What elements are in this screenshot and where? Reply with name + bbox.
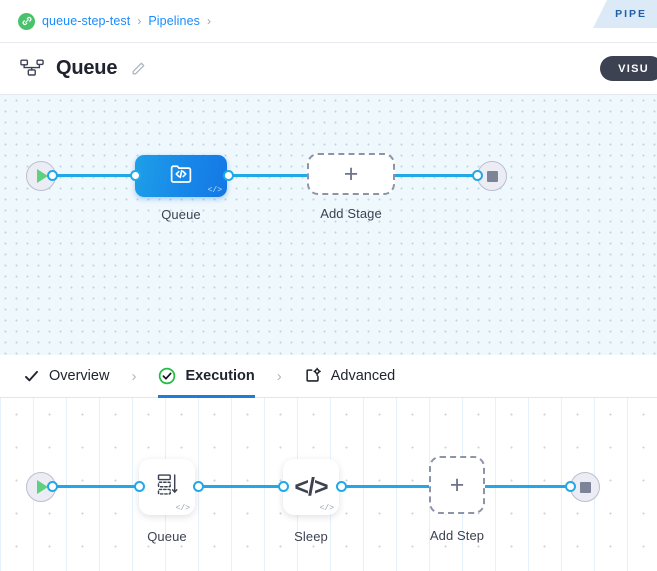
- link-circle-icon: [18, 12, 35, 30]
- step-label-sleep: Sleep: [294, 529, 328, 544]
- edge-addstage-to-end: [394, 174, 484, 177]
- step-sleep-input-port[interactable]: [278, 481, 289, 492]
- pipeline-hierarchy-icon: [20, 58, 44, 80]
- plus-icon: +: [449, 470, 465, 499]
- queue-stack-icon: [154, 471, 181, 503]
- edge-start-to-queue-step: [50, 485, 140, 488]
- code-icon: </>: [294, 472, 328, 501]
- tab-execution[interactable]: Execution: [158, 355, 255, 398]
- edge-queue-to-sleep-step: [198, 485, 284, 488]
- step-canvas[interactable]: </> Queue </> </> Sleep + Add Step: [0, 398, 657, 571]
- pencil-icon[interactable]: [130, 61, 146, 77]
- tab-overview-label: Overview: [49, 368, 110, 384]
- visual-toggle-button[interactable]: VISU: [600, 56, 657, 81]
- stage-start-output-port[interactable]: [47, 170, 58, 181]
- active-tab-indicator: [158, 394, 255, 398]
- check-circle-icon: [158, 367, 176, 385]
- visual-toggle-label: VISU: [618, 62, 649, 75]
- add-step-label: Add Step: [429, 528, 485, 543]
- stage-badge-code-icon: </>: [207, 186, 222, 195]
- stage-queue-output-port[interactable]: [223, 170, 234, 181]
- step-node-queue[interactable]: </>: [139, 459, 195, 515]
- edge-sleep-to-addstep: [341, 485, 431, 488]
- stage-label-queue: Queue: [161, 207, 201, 222]
- step-start-output-port[interactable]: [47, 481, 58, 492]
- advanced-settings-icon: [304, 367, 322, 385]
- add-stage-label: Add Stage: [320, 206, 382, 221]
- step-badge-code-icon: </>: [175, 504, 190, 513]
- breadcrumb: queue-step-test › Pipelines ›: [0, 0, 657, 43]
- add-stage-node[interactable]: +: [307, 153, 395, 195]
- step-queue-input-port[interactable]: [134, 481, 145, 492]
- step-end-input-port[interactable]: [565, 481, 576, 492]
- play-icon: [37, 480, 48, 494]
- step-sleep-output-port[interactable]: [336, 481, 347, 492]
- check-icon: [22, 367, 40, 385]
- ribbon-label: PIPE: [615, 8, 647, 20]
- page-header: Queue VISU: [0, 43, 657, 95]
- add-step-node[interactable]: +: [429, 456, 485, 514]
- breadcrumb-separator: ›: [137, 14, 142, 28]
- stage-end-input-port[interactable]: [472, 170, 483, 181]
- stop-icon: [486, 170, 498, 182]
- tab-overview[interactable]: Overview: [22, 355, 109, 398]
- tab-advanced[interactable]: Advanced: [304, 355, 396, 398]
- play-icon: [37, 169, 48, 183]
- code-document-icon: [166, 159, 196, 194]
- tab-advanced-label: Advanced: [330, 368, 396, 384]
- step-label-queue: Queue: [147, 529, 187, 544]
- step-node-sleep[interactable]: </> </>: [283, 459, 339, 515]
- stage-queue-input-port[interactable]: [130, 170, 141, 181]
- plus-icon: +: [343, 159, 359, 188]
- edge-addstep-to-end: [483, 485, 578, 488]
- breadcrumb-item-pipelines[interactable]: Pipelines: [148, 14, 200, 28]
- step-badge-code-icon: </>: [319, 504, 334, 513]
- breadcrumb-item-project[interactable]: queue-step-test: [42, 14, 131, 28]
- section-tabs: Overview › Execution › Advance: [0, 355, 657, 398]
- breadcrumb-separator: ›: [207, 14, 211, 28]
- tab-separator: ›: [276, 367, 282, 385]
- page-title: Queue: [56, 57, 118, 79]
- stage-node-queue[interactable]: </>: [135, 155, 227, 197]
- edge-start-to-queue: [50, 174, 140, 177]
- edge-queue-to-addstage: [228, 174, 308, 177]
- tab-separator: ›: [131, 367, 137, 385]
- tab-execution-label: Execution: [185, 368, 255, 384]
- stage-canvas[interactable]: </> Queue + Add Stage: [0, 95, 657, 355]
- step-queue-output-port[interactable]: [193, 481, 204, 492]
- stop-icon: [579, 481, 591, 493]
